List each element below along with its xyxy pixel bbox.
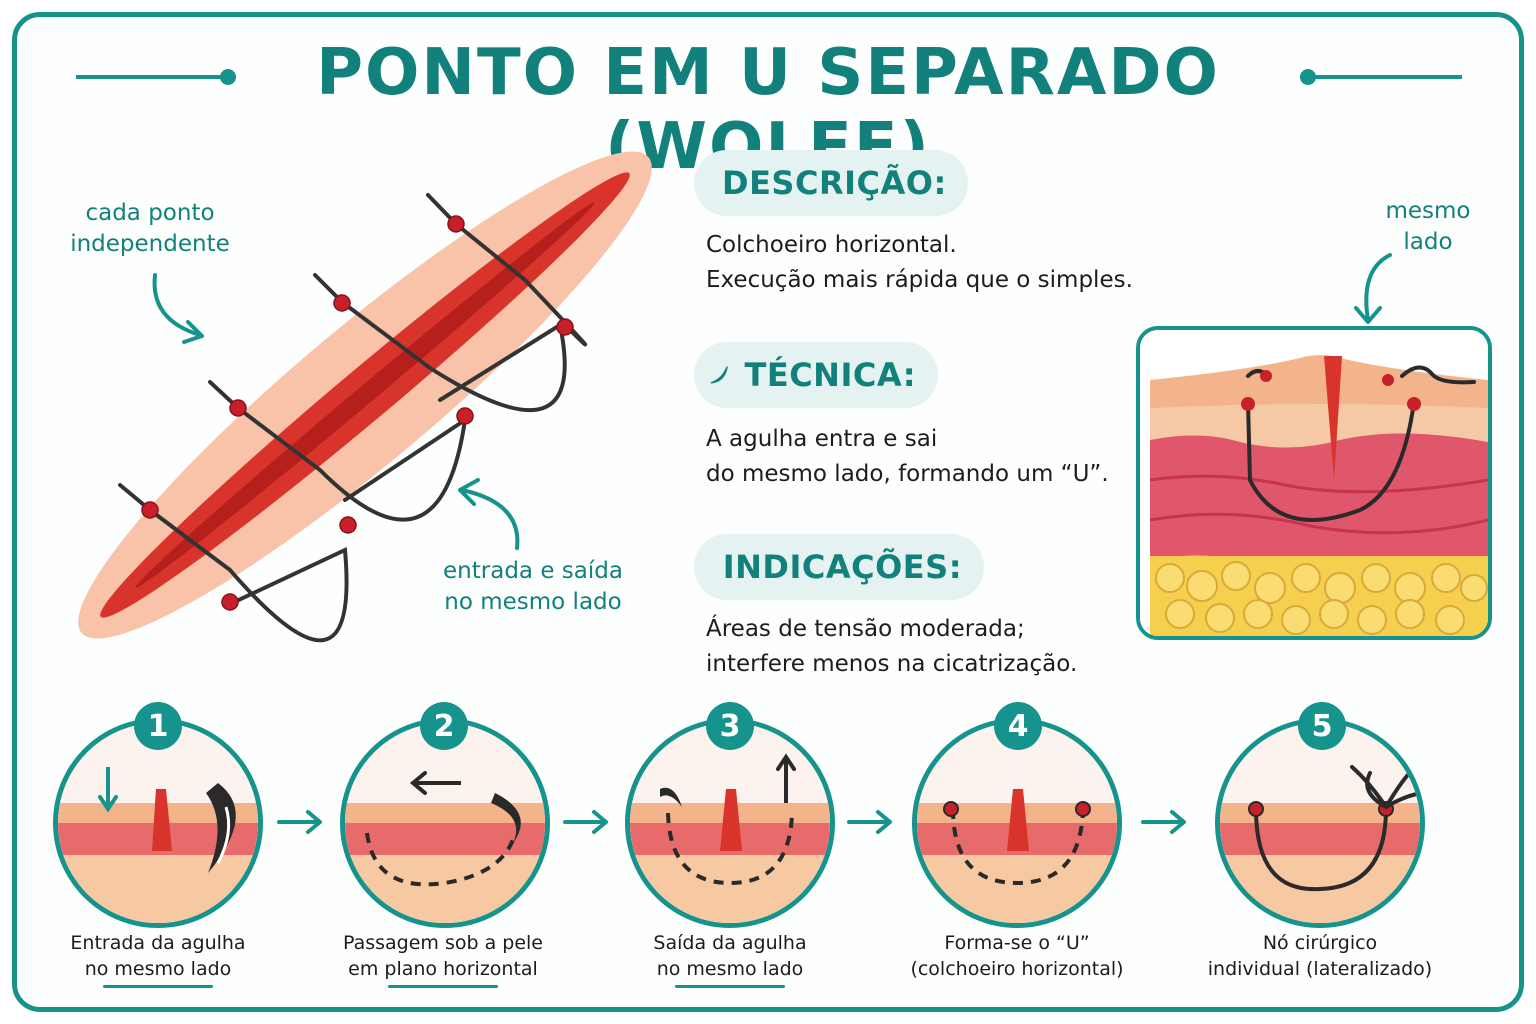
title-rule-right <box>1310 75 1462 79</box>
step-2-caption: Passagem sob a pele em plano horizontal <box>342 932 543 981</box>
title-rule-left <box>76 75 226 79</box>
section-technique-pill: TÉCNICA: <box>694 342 938 408</box>
step-arrow-4 <box>1141 810 1186 834</box>
step-2-badge: 2 <box>420 702 468 750</box>
callout-arrow-independent <box>152 273 204 344</box>
callout-same-side-detail-text: mesmo lado <box>1385 198 1471 256</box>
step-3-underline <box>675 985 785 988</box>
step-1-illustration <box>53 718 263 928</box>
step-4-illustration <box>912 718 1122 928</box>
check-circle-icon <box>708 566 709 568</box>
section-indications-pill: INDICAÇÕES: <box>694 534 984 600</box>
step-5-drawing <box>1220 723 1420 923</box>
wound-depth <box>135 202 595 588</box>
section-description-heading: DESCRIÇÃO: <box>722 164 947 202</box>
suture-1 <box>118 483 349 643</box>
suture-4 <box>426 193 588 347</box>
step-5-caption: Nó cirúrgico individual (lateralizado) <box>1207 932 1433 981</box>
section-description-text: Colchoeiro horizontal. Execução mais ráp… <box>706 232 1133 293</box>
callout-independent: cada ponto independente <box>70 198 230 260</box>
section-description-pill: DESCRIÇÃO: <box>694 150 968 216</box>
skin-cross-section <box>1136 326 1492 640</box>
needle-icon <box>710 366 728 384</box>
step-arrow-1 <box>277 810 322 834</box>
step-1-badge: 1 <box>134 702 182 750</box>
step-4-badge: 4 <box>994 702 1042 750</box>
step-2-drawing <box>345 723 545 923</box>
step-5-illustration <box>1215 718 1425 928</box>
wound-illustration <box>78 151 652 643</box>
section-technique-heading: TÉCNICA: <box>744 356 916 394</box>
callout-arrow-entry <box>458 478 520 550</box>
skin-layers-detail <box>1140 330 1488 636</box>
step-3-illustration <box>625 718 835 928</box>
step-5-badge: 5 <box>1298 702 1346 750</box>
callout-independent-text: cada ponto independente <box>70 200 230 258</box>
callout-arrow-detail <box>1354 253 1392 324</box>
step-1-caption: Entrada da agulha no mesmo lado <box>70 932 246 981</box>
section-indications-text: Áreas de tensão moderada; interfere meno… <box>706 616 1078 677</box>
step-3-badge: 3 <box>706 702 754 750</box>
step-3-drawing <box>630 723 830 923</box>
step-4-drawing <box>917 723 1117 923</box>
step-4-caption: Forma-se o “U” (colchoeiro horizontal) <box>910 932 1124 981</box>
callout-same-side-entry: entrada e saída no mesmo lado <box>438 556 628 618</box>
suture-2 <box>208 380 468 522</box>
section-technique-text: A agulha entra e sai do mesmo lado, form… <box>706 426 1109 487</box>
suture-3 <box>313 273 567 413</box>
title-dot-right <box>1300 69 1316 85</box>
callout-same-side-detail: mesmo lado <box>1378 196 1478 258</box>
section-indications-heading: INDICAÇÕES: <box>722 548 962 586</box>
step-1-drawing <box>58 723 258 923</box>
title-row: PONTO EM U SEPARADO (WOLFF) <box>0 26 1536 184</box>
step-1-underline <box>103 985 213 988</box>
step-arrow-2 <box>563 810 608 834</box>
callout-same-side-entry-text: entrada e saída no mesmo lado <box>443 558 623 616</box>
title-dot-left <box>220 69 236 85</box>
step-2-underline <box>388 985 498 988</box>
step-3-caption: Saída da agulha no mesmo lado <box>653 932 807 981</box>
step-arrow-3 <box>847 810 892 834</box>
